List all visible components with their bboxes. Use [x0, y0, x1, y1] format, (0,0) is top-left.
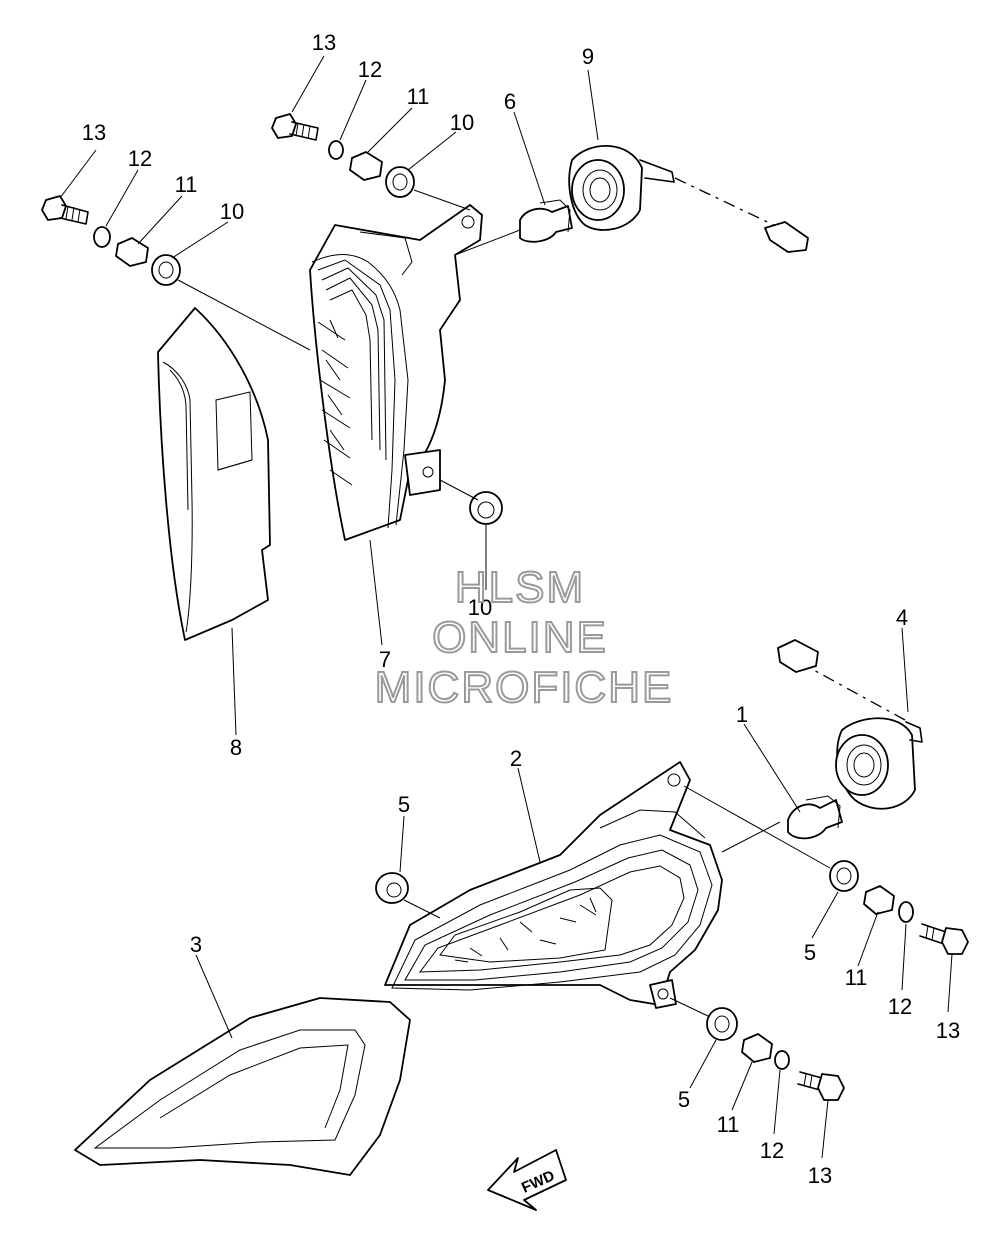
callout-10: 10	[468, 595, 492, 620]
collar-11d	[741, 1033, 773, 1063]
lens-cover-upper	[157, 307, 271, 641]
lens-cover-lower	[74, 997, 411, 1176]
leader-lines	[59, 55, 953, 1159]
lamp-housing-lower	[384, 761, 723, 1009]
watermark-line-1: HLSM	[455, 563, 585, 612]
collar-11c	[863, 885, 895, 915]
lamp-housing-upper	[309, 204, 483, 541]
collar-11b	[349, 151, 383, 181]
forward-direction-arrow: FWD	[487, 1149, 567, 1211]
callout-11: 11	[175, 172, 198, 197]
callout-9: 9	[582, 44, 594, 69]
bolt-13b	[271, 113, 319, 141]
bulb-socket-lower	[777, 639, 923, 810]
bulb-socket-upper	[568, 145, 809, 253]
bulb-lower	[787, 795, 843, 840]
callout-13: 13	[312, 30, 336, 55]
watermark: HLSM ONLINE MICROFICHE	[374, 562, 674, 713]
callout-12: 12	[760, 1138, 784, 1163]
grommet-10c	[469, 491, 503, 525]
callout-5: 5	[678, 1087, 690, 1112]
watermark-line-3: MICROFICHE	[375, 663, 674, 712]
watermark-line-2: ONLINE	[432, 613, 608, 662]
bolt-13a	[41, 195, 89, 225]
callout-5: 5	[804, 940, 816, 965]
callout-13: 13	[936, 1018, 960, 1043]
callout-5: 5	[398, 792, 410, 817]
grommet-10b	[385, 166, 415, 198]
callout-10: 10	[220, 199, 244, 224]
grommet-5b	[829, 860, 859, 892]
callout-2: 2	[510, 746, 522, 771]
callout-10: 10	[450, 110, 474, 135]
callout-numbers: 13 12 11 10 13 12 11 10 6 9 10 7 8 4 1 2…	[82, 30, 960, 1188]
callout-13: 13	[808, 1163, 832, 1188]
washer-12c	[898, 901, 914, 923]
washer-12d	[774, 1050, 790, 1070]
callout-11: 11	[407, 84, 430, 109]
bulb-upper	[519, 199, 573, 243]
callout-7: 7	[379, 647, 391, 672]
bolt-13d	[797, 1071, 845, 1101]
callout-1: 1	[736, 702, 748, 727]
grommet-10a	[151, 254, 181, 286]
washer-12b	[328, 140, 344, 160]
callout-6: 6	[504, 89, 516, 114]
callout-4: 4	[896, 605, 908, 630]
bolt-13c	[919, 923, 969, 955]
collar-11a	[115, 237, 149, 267]
washer-12a	[93, 226, 111, 248]
callout-11: 11	[717, 1112, 740, 1137]
callout-13: 13	[82, 120, 106, 145]
callout-3: 3	[190, 932, 202, 957]
callout-8: 8	[230, 735, 242, 760]
callout-12: 12	[358, 57, 382, 82]
grommet-5a	[375, 872, 409, 904]
grommet-5c	[706, 1007, 738, 1041]
callout-12: 12	[128, 146, 152, 171]
callout-11: 11	[845, 965, 868, 990]
callout-12: 12	[888, 994, 912, 1019]
